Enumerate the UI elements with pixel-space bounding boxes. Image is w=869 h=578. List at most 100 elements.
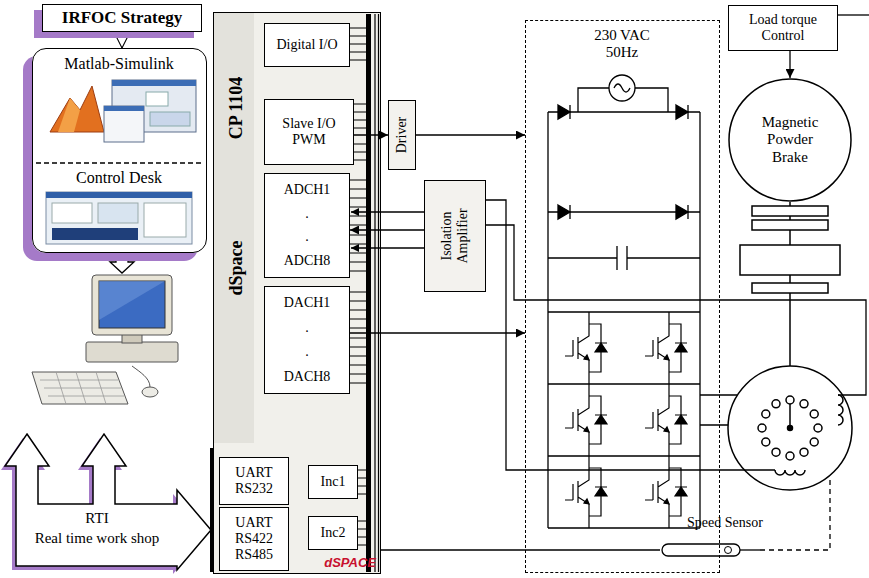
illustration-part [772, 448, 780, 456]
illustration-part [786, 396, 794, 404]
node-label: dSPACE [294, 556, 376, 569]
simulink-screenshot [104, 80, 196, 142]
illustration-part [645, 384, 687, 456]
illustration-part [98, 203, 138, 223]
encoder-box: Inc1 [308, 465, 358, 499]
illustration-part [213, 12, 381, 574]
illustration-part [144, 203, 186, 237]
illustration-part [92, 275, 172, 335]
illustration-part [366, 14, 371, 572]
text-slot: Matlab-Simulink [33, 55, 205, 73]
node-label: Inc2 [321, 525, 346, 541]
illustration-part [132, 366, 150, 387]
node-label: Matlab-Simulink [33, 55, 205, 73]
rti-block-arrow: RTI Real time work shop [5, 430, 215, 575]
amplifier-box: Isolation Amplifier [424, 180, 486, 292]
illustration-part [762, 438, 770, 446]
motor-wires [486, 15, 869, 470]
node-label: DACH1 [284, 295, 331, 311]
illustration-part [112, 80, 196, 86]
induction-motor [728, 202, 852, 490]
node-label: ADCH1 [284, 182, 331, 198]
illustration-part [558, 105, 688, 219]
uart-box: UART RS232 [219, 457, 289, 505]
illustration-part [838, 395, 843, 425]
illustration-part [86, 342, 178, 362]
computer-icon [32, 275, 178, 404]
text-slot: CP 1104 [226, 77, 247, 140]
text-slot: Speed Sensor [660, 515, 790, 531]
illustration-part [52, 228, 138, 240]
illustration-part [752, 283, 828, 293]
illustration-part [46, 192, 192, 244]
text-slot: Real time work shop [17, 530, 177, 547]
node-label: . [305, 229, 309, 245]
dspace-board: CP 1104dSpacedSPACEDigital I/OSlave I/O … [213, 12, 381, 574]
node-label: RTI [17, 510, 177, 527]
illustration-part [760, 476, 830, 550]
illustration-part [788, 426, 793, 431]
node-label: . [305, 320, 309, 336]
text-slot: RTI [17, 510, 177, 527]
illustration-part [814, 424, 822, 432]
power-circuit [548, 75, 700, 528]
node-label: Isolation Amplifier [438, 192, 470, 280]
node-label: Real time work shop [17, 530, 177, 547]
node-outline [5, 430, 215, 575]
illustration-part [565, 384, 607, 456]
illustration-part [99, 281, 165, 320]
connector-arrow [381, 549, 660, 550]
illustration-part [700, 395, 737, 425]
node-label: . [305, 344, 309, 360]
connector-arrow [789, 51, 790, 78]
node-label: ADCH8 [284, 253, 331, 269]
connector-arrow [350, 332, 525, 333]
encoder-box: Inc2 [308, 516, 358, 550]
illustration-part [565, 312, 607, 384]
illustration-part [789, 404, 791, 428]
node-label: CP 1104 [226, 77, 247, 140]
illustration-part [46, 192, 192, 198]
illustration-part [614, 84, 630, 92]
illustration-part [146, 92, 168, 106]
illustration-part [752, 206, 828, 216]
connector-arrow [354, 134, 388, 135]
illustration-part [662, 544, 740, 556]
node-label: UART RS422 RS485 [226, 515, 282, 563]
illustration-part [375, 14, 379, 572]
illustration-part [740, 549, 760, 550]
illustration-part [548, 312, 700, 528]
adc-box: ADCH1.. ADCH8 [264, 173, 350, 278]
sensor-group: Speed Sensor [660, 515, 790, 561]
connector-arrow [350, 229, 424, 230]
text-slot: dSpace [226, 240, 247, 295]
illustration-part [728, 366, 852, 490]
illustration-part [214, 13, 254, 443]
node-label: dSpace [226, 240, 247, 295]
text-slot: Control Desk [33, 169, 205, 187]
text-slot: Driver [393, 116, 409, 153]
dspace-board-fill [213, 12, 381, 574]
illustration-part [762, 410, 770, 418]
node-label: . [305, 206, 309, 222]
node-label: Load torque Control [738, 12, 828, 44]
illustration-part [786, 452, 794, 460]
connector-arrow [121, 32, 123, 48]
strategy-box: IRFOC Strategy [42, 4, 202, 32]
matlab-logo [50, 86, 104, 132]
illustration-part [810, 410, 818, 418]
illustration-part [725, 547, 732, 554]
brake-circle: Magnetic Powder Brake [728, 78, 852, 202]
adc-input-arrows [351, 212, 424, 248]
node-label: IRFOC Strategy [62, 8, 182, 28]
illustration-part [570, 105, 688, 219]
illustration-part [351, 211, 424, 212]
separator-line [36, 162, 203, 163]
node-label: Inc1 [321, 474, 346, 490]
illustration-part [32, 372, 128, 404]
illustration-part [486, 200, 775, 470]
illustration-part [578, 88, 668, 112]
illustration-part [758, 424, 766, 432]
node-label: Speed Sensor [660, 515, 790, 531]
